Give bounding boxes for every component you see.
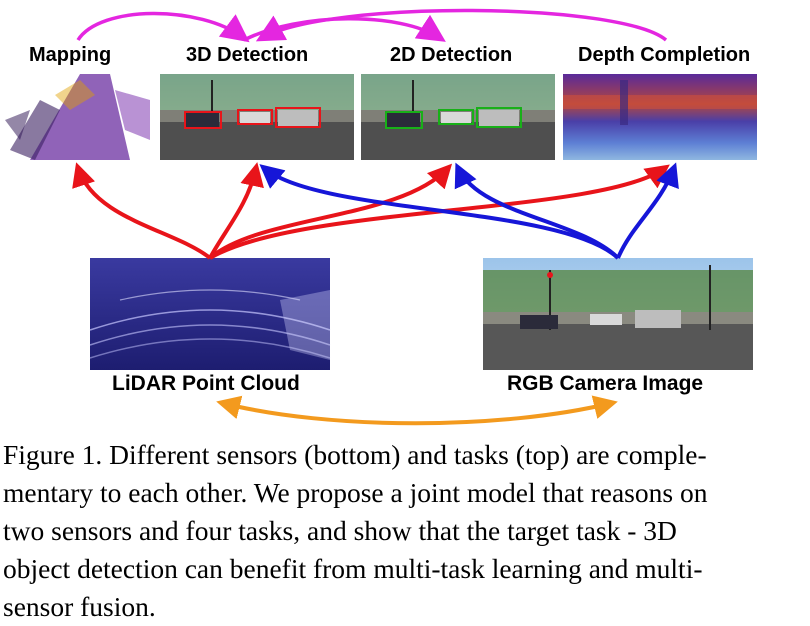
task-label-mapping: Mapping xyxy=(29,44,112,66)
figure-caption: Figure 1. Different sensors (bottom) and… xyxy=(3,436,803,626)
sensor-link-arrow xyxy=(216,395,618,426)
sensor-label-camera: RGB Camera Image xyxy=(507,372,704,395)
caption-line: Figure 1. Different sensors (bottom) and… xyxy=(3,439,707,470)
caption-line: sensor fusion. xyxy=(3,591,156,622)
task-link-mapping-3d xyxy=(76,11,250,43)
caption-line: mentary to each other. We propose a join… xyxy=(3,477,708,508)
camera-to-depth-arrow xyxy=(616,162,679,259)
sensor-label-lidar: LiDAR Point Cloud xyxy=(112,372,300,395)
lidar-to-3d-arrow xyxy=(208,162,264,259)
lidar-to-mapping-arrow xyxy=(72,162,212,260)
camera-image xyxy=(483,258,753,370)
camera-to-3d-arrow xyxy=(259,164,620,260)
figure-graphics xyxy=(4,8,757,426)
lidar-to-2d-arrow xyxy=(208,163,453,260)
detection-2d-image xyxy=(361,74,555,160)
task-label-2d-detection: 2D Detection xyxy=(390,44,513,66)
mapping-image xyxy=(4,74,152,160)
depth-completion-image xyxy=(563,74,757,160)
camera-to-2d-arrow xyxy=(454,162,620,260)
task-link-depth-3d xyxy=(255,8,668,42)
caption-line: object detection can benefit from multi-… xyxy=(3,553,703,584)
lidar-image xyxy=(89,258,331,370)
caption-line: two sensors and four tasks, and show tha… xyxy=(3,515,677,546)
detection-3d-image xyxy=(160,74,354,160)
task-label-depth-completion: Depth Completion xyxy=(578,44,751,66)
figure: Mapping 3D Detection 2D Detection Depth … xyxy=(4,8,757,426)
task-label-3d-detection: 3D Detection xyxy=(186,44,309,66)
task-link-3d-2d xyxy=(243,14,446,42)
